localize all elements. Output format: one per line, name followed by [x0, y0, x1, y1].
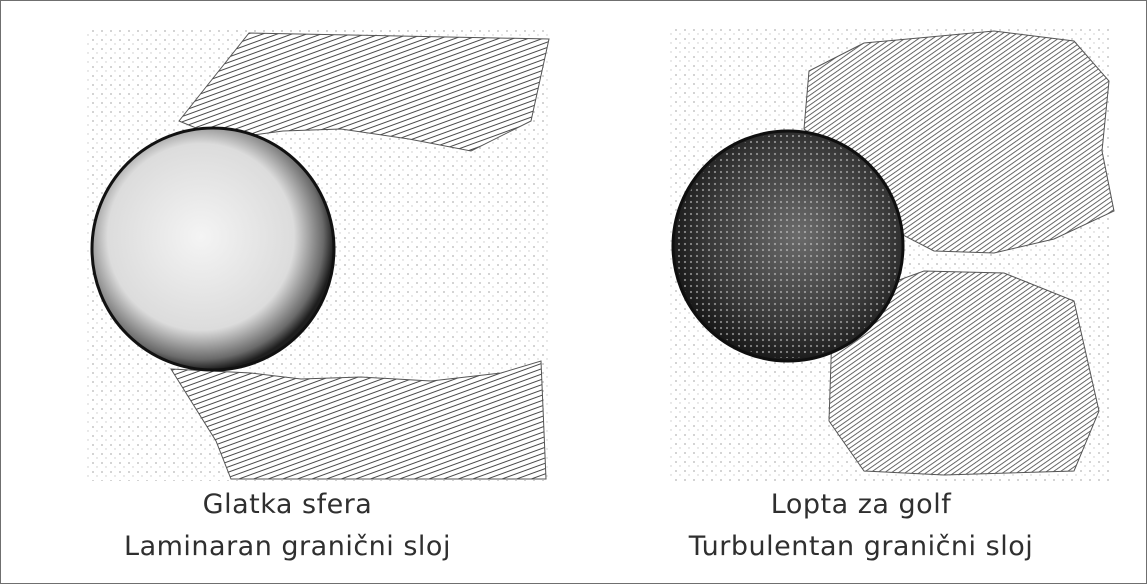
golf-ball-subtitle: Turbulentan granični sloj	[574, 531, 1147, 562]
smooth-sphere-subtitle: Laminaran granični sloj	[1, 531, 574, 562]
smooth-sphere	[92, 128, 334, 370]
golf-ball-title: Lopta za golf	[574, 489, 1147, 520]
golf-ball-panel: Lopta za golf Turbulentan granični sloj	[574, 1, 1147, 585]
smooth-sphere-panel: Glatka sfera Laminaran granični sloj	[1, 1, 574, 585]
smooth-sphere-title: Glatka sfera	[1, 489, 574, 520]
golf-ball-dimples	[676, 134, 900, 358]
lower-boundary-layer	[171, 361, 546, 479]
